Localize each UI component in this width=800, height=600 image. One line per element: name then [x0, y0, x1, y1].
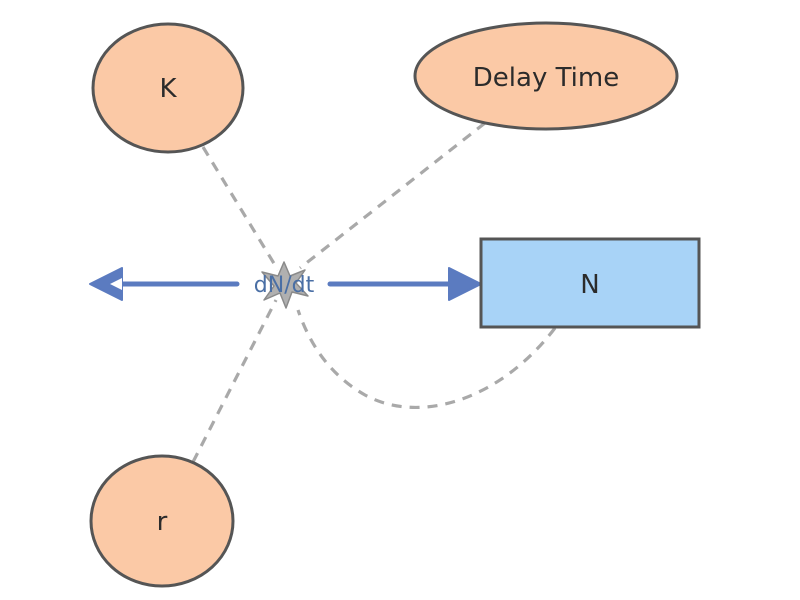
flow-label: dN/dt — [254, 273, 315, 298]
valve-star-icon — [261, 261, 309, 309]
variable-k-label: K — [159, 74, 177, 104]
link-delay-time-to-flow[interactable] — [299, 121, 486, 270]
variable-delay-time[interactable]: Delay Time — [413, 21, 679, 131]
variable-delay-time-shape — [413, 21, 679, 131]
links — [191, 121, 557, 463]
stock-n-shape — [479, 237, 701, 329]
variable-r-shape — [89, 454, 235, 588]
flow-arrows — [89, 267, 482, 301]
flow-arrow-left-head-notch — [110, 278, 122, 290]
link-k-to-flow[interactable] — [201, 146, 280, 271]
variable-r[interactable]: r — [89, 454, 235, 588]
link-r-to-flow[interactable] — [191, 299, 278, 463]
stock-n-label: N — [580, 270, 599, 300]
link-n-to-flow[interactable] — [296, 309, 557, 409]
variable-r-label: r — [157, 507, 168, 537]
flow-arrow-right-head — [448, 267, 482, 301]
variable-k[interactable]: K — [91, 22, 245, 154]
flow-valve[interactable] — [261, 261, 309, 309]
variable-k-shape — [91, 22, 245, 154]
variable-delay-time-label: Delay Time — [473, 63, 619, 93]
stock-n[interactable]: N — [479, 237, 701, 329]
